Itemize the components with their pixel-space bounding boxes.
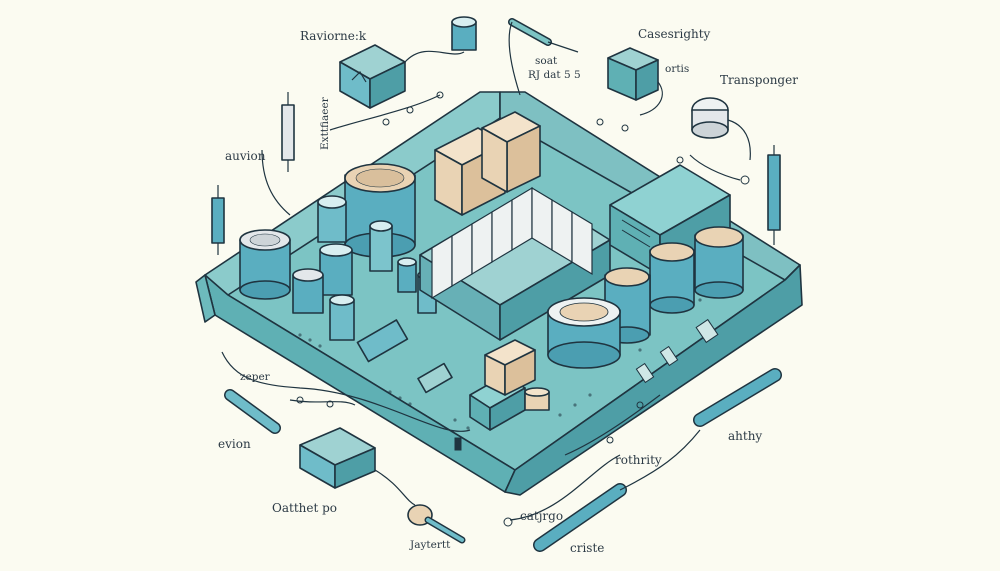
label-top-center-b: RJ dat 5 5	[528, 69, 581, 81]
label-bottom-left-b: evion	[218, 437, 251, 451]
heatsink-rack	[419, 186, 611, 341]
side-port-1	[635, 362, 655, 384]
bulb-connector-icon	[407, 504, 466, 544]
side-port-4	[454, 437, 462, 451]
label-top-left: Raviorne:k	[300, 29, 367, 43]
label-bottom-mid-a: catjrgo	[520, 509, 563, 523]
cable-probe-bottom	[533, 429, 701, 552]
teal-box-top-right	[607, 47, 663, 116]
relay-block-2	[481, 111, 541, 193]
capacitor-cluster-right	[547, 226, 744, 369]
module-bottom-center	[299, 427, 416, 506]
speaker-dome-icon	[547, 297, 621, 369]
transponder-icon	[691, 97, 751, 161]
enclosure-lip-left	[195, 274, 216, 323]
label-bottom-mid-b: criste	[570, 541, 604, 555]
small-components-front	[356, 319, 550, 431]
capacitor-small-5	[329, 294, 355, 341]
label-top-right-a: Casesrighty	[638, 27, 711, 41]
label-bottom-center: Oatthet po	[272, 501, 337, 515]
capacitor-right-1	[694, 226, 744, 299]
label-bottom-small: Jaytertt	[409, 539, 451, 551]
label-top-right-b: ortis	[665, 63, 689, 75]
small-cap-front	[524, 387, 550, 411]
side-port-3	[695, 318, 719, 344]
leader-lines	[221, 94, 741, 521]
resistor-block-1	[484, 339, 536, 396]
capacitor-small-7	[397, 257, 417, 293]
label-left-vertical: Exttfiaeer	[319, 96, 331, 150]
relay-module-icon	[339, 44, 406, 109]
capacitor-small-1	[239, 229, 291, 300]
capacitor-small-6	[369, 220, 393, 272]
label-top-center-a: soat	[535, 55, 558, 67]
capacitor-small-2	[317, 195, 347, 243]
label-right: Transponger	[720, 73, 798, 87]
cable-probe-right	[693, 368, 782, 427]
marker-dots	[296, 91, 750, 527]
capacitor-small-3	[319, 243, 353, 296]
probe-right-icon	[767, 145, 781, 245]
side-port-2	[659, 345, 679, 367]
probe-icon	[508, 18, 579, 96]
enclosure-front-right-side	[504, 264, 803, 496]
capacitor-icon	[404, 16, 477, 63]
capacitor-right-2	[649, 242, 695, 314]
label-left-mid: auvion	[225, 149, 266, 163]
label-bottom-right-b: ahthy	[728, 429, 762, 443]
capacitor-small-4	[292, 268, 324, 314]
connector-icon	[224, 389, 281, 434]
label-bottom-right-a: rothrity	[615, 453, 662, 467]
label-bottom-left-a: zeper	[240, 371, 271, 383]
connector-block-front	[356, 319, 453, 394]
probe-left-upper-icon	[281, 92, 295, 172]
probe-left-lower-icon	[211, 185, 225, 255]
relay-blocks	[434, 111, 541, 216]
